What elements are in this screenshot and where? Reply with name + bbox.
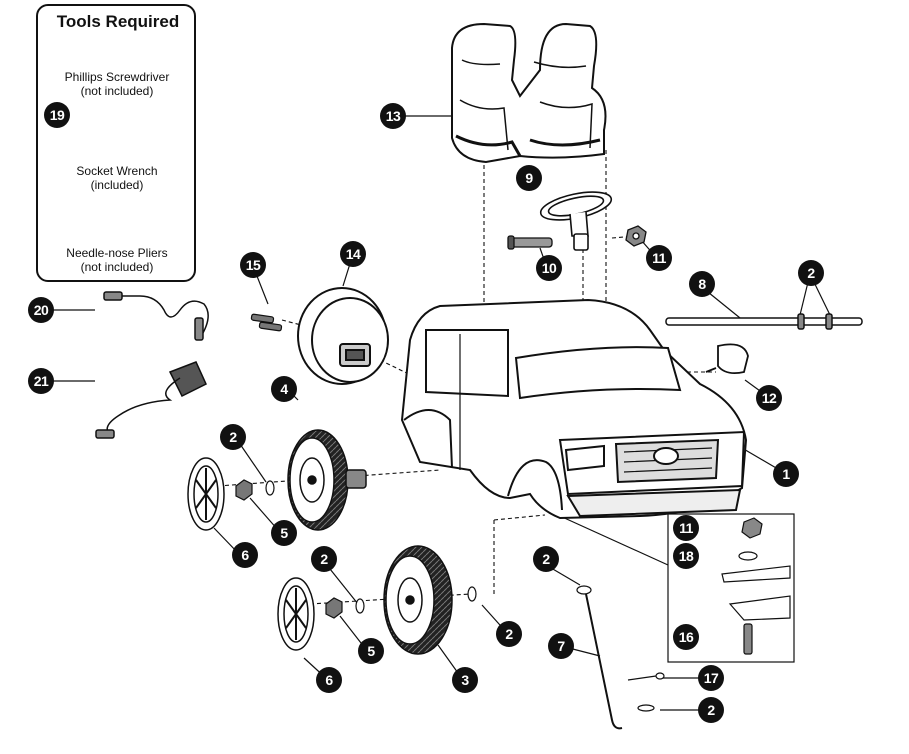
tool-note: (not included) — [80, 260, 154, 274]
callout-13: 13 — [380, 103, 406, 129]
callout-2: 2 — [220, 424, 246, 450]
tool-pliers-caption: Needle-nose Pliers (not included) — [38, 246, 196, 274]
callout-4: 4 — [271, 376, 297, 402]
callout-2: 2 — [311, 546, 337, 572]
callout-8: 8 — [689, 271, 715, 297]
washer-icon — [265, 480, 655, 712]
steering-rod-icon — [585, 593, 623, 730]
tool-name: Needle-nose Pliers — [66, 246, 168, 260]
tools-title: Tools Required — [56, 12, 180, 31]
tool-name: Socket Wrench — [76, 164, 158, 178]
callout-2: 2 — [798, 260, 824, 286]
callout-14: 14 — [340, 241, 366, 267]
callout-15: 15 — [240, 252, 266, 278]
hubcap-icon — [187, 457, 225, 531]
charger-icon — [95, 361, 207, 439]
mirror-icon — [705, 343, 749, 375]
tool-socket-wrench-caption: Socket Wrench (included) — [38, 164, 196, 192]
tool-name: Phillips Screwdriver — [64, 70, 170, 84]
nut-icon — [235, 479, 343, 619]
seat-icon — [451, 22, 607, 164]
wheel-icon — [287, 429, 367, 531]
tool-note: (included) — [90, 178, 144, 192]
hubcap-icon — [277, 577, 315, 651]
car-body-icon — [400, 298, 748, 520]
callout-7: 7 — [548, 633, 574, 659]
pin-icon — [627, 672, 665, 681]
cable-icon — [103, 291, 209, 341]
callout-16: 16 — [673, 624, 699, 650]
callout-6: 6 — [232, 542, 258, 568]
callout-6: 6 — [316, 667, 342, 693]
bolt-icon — [250, 313, 283, 332]
battery-icon — [297, 287, 389, 385]
callout-3: 3 — [452, 667, 478, 693]
callout-11: 11 — [673, 515, 699, 541]
callout-2: 2 — [698, 697, 724, 723]
tool-note: (not included) — [80, 84, 154, 98]
callout-5: 5 — [271, 520, 297, 546]
callout-20: 20 — [28, 297, 54, 323]
callout-18: 18 — [673, 543, 699, 569]
callout-17: 17 — [698, 665, 724, 691]
nut-icon — [625, 225, 647, 247]
callout-12: 12 — [756, 385, 782, 411]
callout-5: 5 — [358, 638, 384, 664]
tool-screwdriver-caption: Phillips Screwdriver (not included) — [38, 70, 196, 98]
axle-icon — [665, 313, 863, 330]
steering-wheel-icon — [539, 191, 613, 251]
callout-2: 2 — [496, 621, 522, 647]
screw-icon — [507, 235, 553, 250]
callout-19: 19 — [44, 102, 70, 128]
callout-21: 21 — [28, 368, 54, 394]
callout-9: 9 — [516, 165, 542, 191]
callout-2: 2 — [533, 546, 559, 572]
wheel-icon — [383, 545, 453, 655]
callout-1: 1 — [773, 461, 799, 487]
callout-10: 10 — [536, 255, 562, 281]
tools-required-panel: Tools Required Phillips Screwdriver (not… — [36, 4, 196, 282]
callout-11: 11 — [646, 245, 672, 271]
